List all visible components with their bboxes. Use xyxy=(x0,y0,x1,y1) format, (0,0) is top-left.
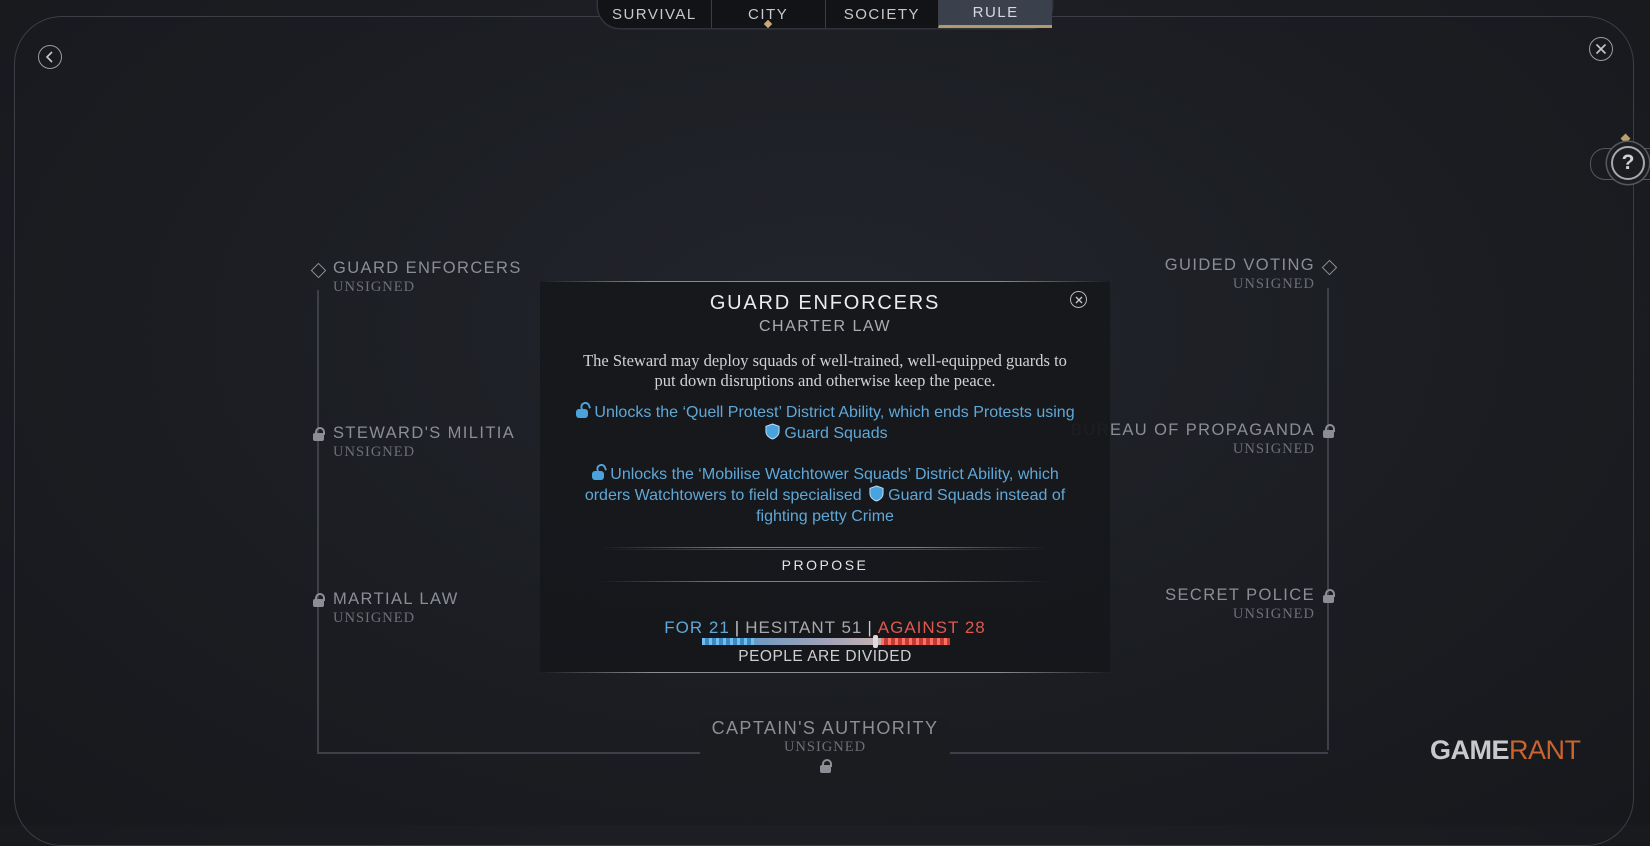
law-name: BUREAU OF PROPAGANDA xyxy=(1070,421,1315,439)
law-name: GUARD ENFORCERS xyxy=(333,259,522,277)
lock-icon xyxy=(819,759,832,773)
chevron-left-icon xyxy=(45,51,53,63)
lock-icon xyxy=(313,427,325,441)
close-icon xyxy=(1595,43,1607,55)
law-status: UNSIGNED xyxy=(1232,276,1315,292)
modal-title: GUARD ENFORCERS xyxy=(709,292,941,314)
unit-name: Guard Squads xyxy=(888,487,992,504)
effect-text: Unlocks the ‘Quell Protest’ District Abi… xyxy=(594,404,1075,421)
tab-city[interactable]: CITY xyxy=(710,0,825,29)
law-status: UNSIGNED xyxy=(333,279,416,295)
law-stewards-militia[interactable]: STEWARD'S MILITIA UNSIGNED xyxy=(313,423,516,461)
lock-icon xyxy=(313,593,325,607)
tab-rule[interactable]: RULE xyxy=(938,0,1052,28)
modal-close-button[interactable] xyxy=(1070,291,1087,308)
modal-subtitle: CHARTER LAW xyxy=(758,318,892,335)
unit-name: Guard Squads xyxy=(784,425,888,442)
tab-label: SOCIETY xyxy=(843,5,921,23)
unlock-icon xyxy=(591,462,608,480)
vote-bar xyxy=(702,635,950,648)
votes-against: AGAINST 28 xyxy=(877,618,986,637)
law-status: UNSIGNED xyxy=(1232,441,1315,457)
vote-bar-against xyxy=(880,638,950,645)
vote-verdict: PEOPLE ARE DIVIDED xyxy=(738,648,912,665)
law-martial-law[interactable]: MARTIAL LAW UNSIGNED xyxy=(313,589,459,627)
law-status: UNSIGNED xyxy=(783,739,867,755)
law-guided-voting[interactable]: GUIDED VOTING UNSIGNED xyxy=(1164,255,1338,293)
vote-bar-for xyxy=(702,638,755,645)
law-secret-police[interactable]: SECRET POLICE UNSIGNED xyxy=(1165,585,1335,623)
effect-quell-protest: Unlocks the ‘Quell Protest’ District Abi… xyxy=(570,400,1080,444)
propose-section: PROPOSE xyxy=(600,547,1050,583)
votes-hesitant: HESITANT 51 xyxy=(745,618,863,637)
law-status: UNSIGNED xyxy=(333,444,416,460)
law-captains-authority[interactable]: CAPTAIN'S AUTHORITY UNSIGNED xyxy=(700,718,950,782)
law-status: UNSIGNED xyxy=(333,610,416,626)
shield-icon xyxy=(765,423,780,440)
shield-icon xyxy=(869,485,884,502)
tree-line-right xyxy=(1327,288,1329,750)
divider xyxy=(600,581,1050,582)
law-name: CAPTAIN'S AUTHORITY xyxy=(711,718,939,738)
close-icon xyxy=(1075,296,1082,303)
question-icon: ? xyxy=(1621,151,1635,174)
vote-summary: FOR 21|HESITANT 51|AGAINST 28 xyxy=(540,618,1110,638)
close-button[interactable] xyxy=(1589,37,1613,61)
unlock-icon xyxy=(575,400,592,418)
effect-text: Unlocks the ‘Mobilise Watchtower Squads’… xyxy=(584,466,1059,504)
votes-for: FOR 21 xyxy=(664,618,730,637)
help-button[interactable]: ? xyxy=(1611,146,1645,180)
vote-bar-hesitant xyxy=(754,638,881,645)
law-name: SECRET POLICE xyxy=(1165,586,1315,604)
tab-label: SURVIVAL xyxy=(611,5,697,23)
tab-society[interactable]: SOCIETY xyxy=(824,0,939,28)
law-guard-enforcers[interactable]: GUARD ENFORCERS UNSIGNED xyxy=(310,258,522,296)
category-tabs: SURVIVAL CITY SOCIETY RULE xyxy=(598,0,1052,29)
lock-icon xyxy=(1323,424,1335,438)
law-name: STEWARD'S MILITIA xyxy=(333,424,516,442)
divider xyxy=(600,549,1050,550)
effect-text: instead of fighting petty Crime xyxy=(756,487,1066,525)
gamerant-watermark: GAMERANT xyxy=(1430,735,1581,765)
tab-label: CITY xyxy=(748,5,789,23)
tree-line-left xyxy=(317,290,319,752)
law-detail-modal: GUARD ENFORCERS CHARTER LAW The Steward … xyxy=(535,281,1115,673)
separator: | xyxy=(867,618,873,637)
lock-icon xyxy=(1323,589,1335,603)
separator: | xyxy=(734,618,741,637)
vote-marker xyxy=(873,635,879,648)
effect-mobilise-watchtower: Unlocks the ‘Mobilise Watchtower Squads’… xyxy=(570,462,1080,527)
back-button[interactable] xyxy=(38,45,62,69)
modal-description: The Steward may deploy squads of well-tr… xyxy=(583,351,1067,390)
tab-survival[interactable]: SURVIVAL xyxy=(598,0,711,28)
law-status: UNSIGNED xyxy=(1232,606,1315,622)
law-name: MARTIAL LAW xyxy=(333,590,459,608)
tab-label: RULE xyxy=(972,4,1019,21)
law-bureau-of-propaganda[interactable]: BUREAU OF PROPAGANDA UNSIGNED xyxy=(1070,420,1335,458)
divider xyxy=(600,547,1050,548)
law-name: GUIDED VOTING xyxy=(1164,256,1315,274)
propose-button[interactable]: PROPOSE xyxy=(781,557,869,573)
